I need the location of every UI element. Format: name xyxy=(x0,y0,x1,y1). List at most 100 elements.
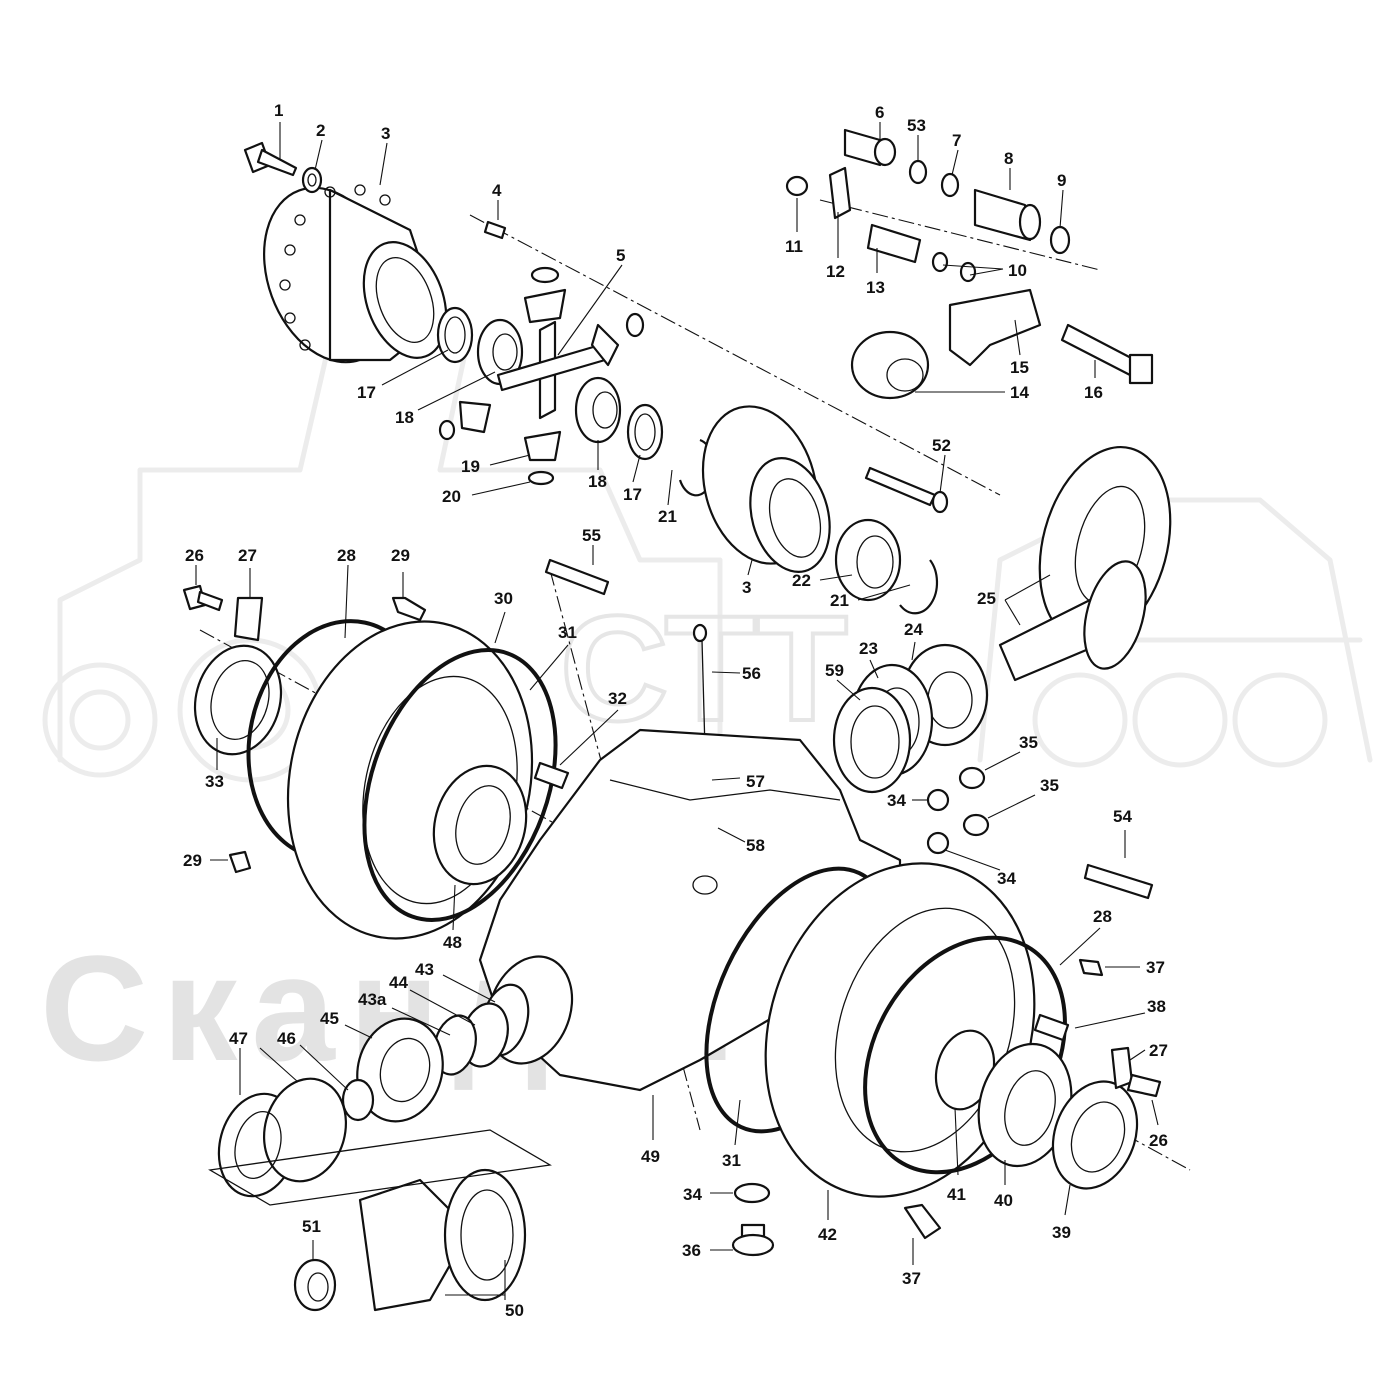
plug-35-upper xyxy=(958,766,986,790)
nut-39 xyxy=(1051,1080,1139,1190)
o-ring-31-left xyxy=(362,648,558,922)
callout-43: 43 xyxy=(415,960,434,979)
lock-plate-27-left xyxy=(233,596,264,642)
callout-28-left: 28 xyxy=(337,546,356,565)
callout-58: 58 xyxy=(746,836,765,855)
screw-26-right xyxy=(1126,1073,1162,1098)
callout-21-lower: 21 xyxy=(830,591,849,610)
seal-7 xyxy=(940,172,960,198)
callout-11: 11 xyxy=(785,237,803,256)
callout-9: 9 xyxy=(1057,171,1066,190)
callout-32: 32 xyxy=(608,689,627,708)
differential-case-half-right xyxy=(701,405,831,573)
lever-12 xyxy=(828,166,852,220)
screw-26-left xyxy=(182,584,224,612)
callout-29-lower: 29 xyxy=(183,851,202,870)
callout-16: 16 xyxy=(1084,383,1103,402)
plug-36 xyxy=(731,1223,775,1257)
callout-38: 38 xyxy=(1147,997,1166,1016)
callout-47: 47 xyxy=(229,1029,248,1048)
callout-49: 49 xyxy=(641,1147,660,1166)
screw-29-upper xyxy=(391,596,427,622)
callout-6: 6 xyxy=(875,103,884,122)
bearing-45 xyxy=(356,1017,444,1123)
pin-16 xyxy=(1060,323,1154,385)
differential-case-half-left xyxy=(263,184,448,364)
callout-labels: 1 2 3 4 5 6 53 7 8 9 11 12 13 10 15 14 1… xyxy=(183,101,1168,1320)
pin-4 xyxy=(483,220,507,240)
callout-23: 23 xyxy=(859,639,878,658)
callout-34-lower: 34 xyxy=(683,1185,702,1204)
callout-20: 20 xyxy=(442,487,461,506)
callout-12: 12 xyxy=(826,262,845,281)
screw-37-lower xyxy=(903,1203,942,1240)
shift-fork-15 xyxy=(948,288,1042,367)
callout-56: 56 xyxy=(742,664,761,683)
screw-37-upper xyxy=(1078,958,1104,977)
callout-41: 41 xyxy=(947,1185,966,1204)
stud-55 xyxy=(544,558,610,596)
cap-screw-1 xyxy=(243,141,298,177)
screw-52 xyxy=(864,466,949,514)
callout-34-middle: 34 xyxy=(997,869,1016,888)
coupling-sleeve-14 xyxy=(850,330,930,400)
nut-11 xyxy=(785,175,809,197)
callout-13: 13 xyxy=(866,278,885,297)
callout-19: 19 xyxy=(461,457,480,476)
dowel-32 xyxy=(533,761,570,790)
callout-39: 39 xyxy=(1052,1223,1071,1242)
pinion-gear-19-right xyxy=(590,312,645,367)
callout-28-right: 28 xyxy=(1093,907,1112,926)
callout-30: 30 xyxy=(494,589,513,608)
ring-gear-pinion-25 xyxy=(998,445,1172,682)
spacer-59 xyxy=(832,686,912,794)
callout-17-lower: 17 xyxy=(623,485,642,504)
callout-7: 7 xyxy=(952,131,961,150)
seal-47 xyxy=(217,1077,348,1198)
pinion-gear-19-top xyxy=(523,266,567,324)
callout-36: 36 xyxy=(682,1241,701,1260)
callout-43a: 43a xyxy=(358,990,387,1009)
spring-13 xyxy=(866,223,922,264)
callout-25: 25 xyxy=(977,589,996,608)
callout-14: 14 xyxy=(1010,383,1029,402)
callout-26-right: 26 xyxy=(1149,1131,1168,1150)
callout-18-upper: 18 xyxy=(395,408,414,427)
callout-31-lower: 31 xyxy=(722,1151,741,1170)
callout-37-lower: 37 xyxy=(902,1269,921,1288)
callout-8: 8 xyxy=(1004,149,1013,168)
cylinder-8 xyxy=(973,188,1042,242)
callout-50: 50 xyxy=(505,1301,524,1320)
piston-6 xyxy=(843,128,897,167)
callout-51: 51 xyxy=(302,1217,321,1236)
callout-42: 42 xyxy=(818,1225,837,1244)
washers-10 xyxy=(931,251,977,283)
washer-2 xyxy=(301,166,323,194)
callout-2: 2 xyxy=(316,121,325,140)
nut-51 xyxy=(293,1258,337,1312)
callout-37-upper: 37 xyxy=(1146,958,1165,977)
callout-53: 53 xyxy=(907,116,926,135)
callout-59: 59 xyxy=(825,661,844,680)
callout-48: 48 xyxy=(443,933,462,952)
callout-35-upper: 35 xyxy=(1019,733,1038,752)
callout-1: 1 xyxy=(274,101,283,120)
callout-27-right: 27 xyxy=(1149,1041,1168,1060)
callout-57: 57 xyxy=(746,772,765,791)
leader-lines xyxy=(195,122,1159,1300)
callout-10: 10 xyxy=(1008,261,1027,280)
washer-34-lower xyxy=(733,1182,771,1204)
snap-ring-46 xyxy=(341,1078,375,1122)
callout-3: 3 xyxy=(381,124,390,143)
callout-3-lower: 3 xyxy=(742,578,751,597)
pin-38 xyxy=(1033,1013,1070,1042)
callout-40: 40 xyxy=(994,1191,1013,1210)
callout-35-lower: 35 xyxy=(1040,776,1059,795)
bearing-48 xyxy=(432,764,528,886)
callout-27-left: 27 xyxy=(238,546,257,565)
callout-29-upper: 29 xyxy=(391,546,410,565)
o-ring-9 xyxy=(1049,225,1071,255)
plug-35-lower xyxy=(962,813,990,837)
callout-44: 44 xyxy=(389,973,408,992)
